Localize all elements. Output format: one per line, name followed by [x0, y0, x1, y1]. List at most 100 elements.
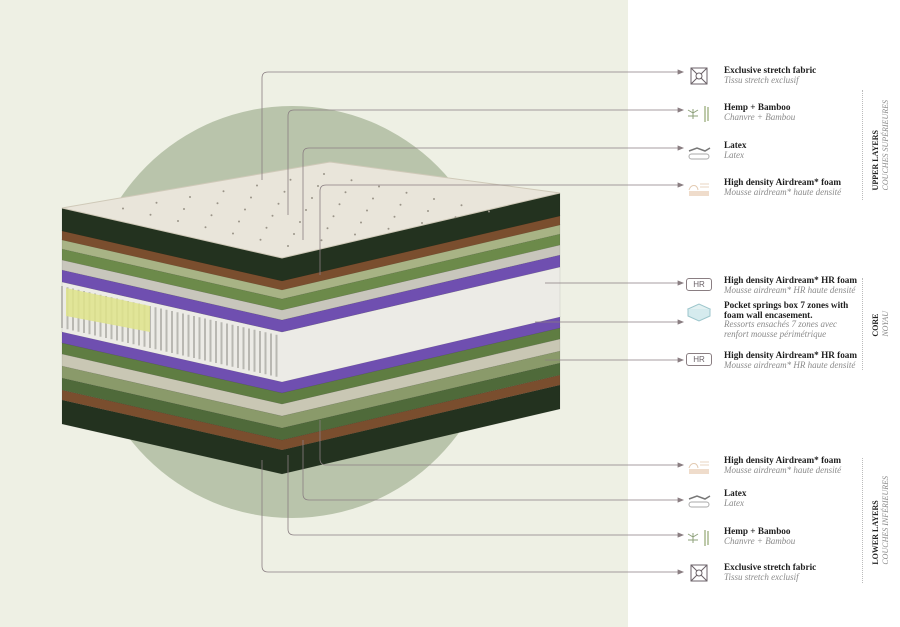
layer-name-fr: Mousse airdream* haute densité — [724, 464, 842, 475]
tuft-point — [305, 209, 307, 211]
layer-name: High density Airdream* HR foam — [724, 350, 858, 360]
leader-arrow — [677, 69, 685, 75]
tuft-point — [323, 173, 325, 175]
layer-name: Exclusive stretch fabric — [724, 65, 817, 75]
layer-name-fr: Chanvre + Bambou — [724, 535, 796, 546]
leader-arrow — [677, 182, 685, 188]
tuft-point — [405, 191, 408, 194]
tuft-point — [210, 214, 213, 217]
layer-name: High density Airdream* foam — [724, 455, 841, 465]
airdream-foam-icon — [686, 178, 712, 200]
layer-name-fr: Chanvre + Bambou — [724, 111, 796, 122]
leader-line — [302, 147, 678, 240]
hr-foam-icon: HR — [686, 276, 712, 298]
tuft-point — [311, 197, 313, 199]
tuft-point — [293, 233, 295, 235]
tuft-point — [277, 202, 280, 205]
tuft-point — [259, 238, 262, 241]
leader-arrow — [677, 145, 685, 151]
tuft-point — [454, 216, 457, 219]
lower-layers-divider — [862, 458, 863, 583]
layer-name: Exclusive stretch fabric — [724, 562, 817, 572]
tuft-point — [350, 179, 353, 182]
tuft-point — [250, 196, 252, 199]
leader-arrow — [677, 569, 685, 575]
layer-name: Latex — [724, 488, 747, 498]
tuft-point — [393, 215, 396, 218]
layer-name: High density Airdream* HR foam — [724, 275, 858, 285]
leader-line — [261, 460, 678, 573]
tuft-point — [317, 185, 319, 187]
layer-name-fr: Mousse airdream* HR haute densité — [724, 359, 856, 370]
layer-name-fr: Latex — [724, 497, 744, 508]
tuft-point — [332, 215, 335, 218]
section-label: LOWER LAYERS — [871, 500, 880, 565]
layer-name: Pocket springs box 7 zones with foam wal… — [724, 300, 849, 320]
section-label: UPPER LAYERS — [871, 129, 880, 191]
leader-line — [319, 184, 678, 275]
hemp-bamboo-icon — [686, 527, 712, 549]
tuft-point — [289, 178, 292, 181]
tuft-point — [244, 208, 246, 211]
tuft-point — [338, 203, 341, 206]
pocket-springs-icon — [686, 301, 712, 323]
tuft-point — [222, 190, 225, 193]
tuft-point — [399, 203, 402, 206]
stretch-fabric-icon — [686, 563, 712, 585]
upper-layers-divider — [862, 90, 863, 200]
hr-foam-icon: HR — [686, 351, 712, 373]
section-label-fr: NOYAU — [881, 311, 890, 337]
leader-arrow — [677, 107, 685, 113]
latex-icon — [686, 141, 712, 163]
tuft-point — [265, 226, 268, 229]
core-divider — [862, 278, 863, 370]
tuft-point — [283, 190, 286, 193]
tuft-point — [216, 202, 219, 205]
leader-arrow — [677, 280, 685, 286]
tuft-point — [189, 196, 191, 198]
layer-name-fr: Mousse airdream* HR haute densité — [724, 284, 856, 295]
leader-arrow — [677, 532, 685, 538]
tuft-point — [204, 226, 207, 229]
tuft-point — [387, 227, 390, 230]
tuft-point — [427, 210, 429, 212]
section-label: CORE — [871, 313, 880, 337]
hr-badge: HR — [686, 353, 712, 366]
leader-arrow — [677, 462, 685, 468]
section-label-fr: COUCHES SUPÉRIEURES — [881, 99, 890, 191]
layer-name-fr: Latex — [724, 149, 744, 160]
section-upper-layers: UPPER LAYERS COUCHES SUPÉRIEURES — [866, 90, 896, 200]
tuft-point — [177, 220, 179, 222]
tuft-point — [421, 222, 423, 224]
layer-name: Hemp + Bamboo — [724, 102, 791, 112]
tuft-point — [354, 233, 356, 236]
tuft-point — [183, 208, 185, 210]
layer-name-fr: Tissu stretch exclusif — [724, 74, 799, 85]
leader-line — [261, 71, 678, 180]
foam-wall-encasement — [66, 288, 150, 332]
layer-name: Latex — [724, 140, 747, 150]
tuft-point — [366, 209, 368, 212]
tuft-point — [460, 204, 463, 207]
tuft-point — [232, 232, 234, 235]
hr-badge: HR — [686, 278, 712, 291]
tuft-point — [271, 214, 274, 217]
layer-name: High density Airdream* foam — [724, 177, 841, 187]
layer-name-fr: Mousse airdream* haute densité — [724, 186, 842, 197]
tuft-point — [299, 221, 301, 223]
layer-name-fr: Tissu stretch exclusif — [724, 571, 799, 582]
leader-line — [319, 420, 678, 466]
leader-line — [287, 109, 678, 215]
section-core: CORE NOYAU — [866, 278, 896, 370]
tuft-point — [155, 201, 158, 204]
tuft-point — [488, 210, 490, 213]
tuft-point — [433, 198, 435, 200]
